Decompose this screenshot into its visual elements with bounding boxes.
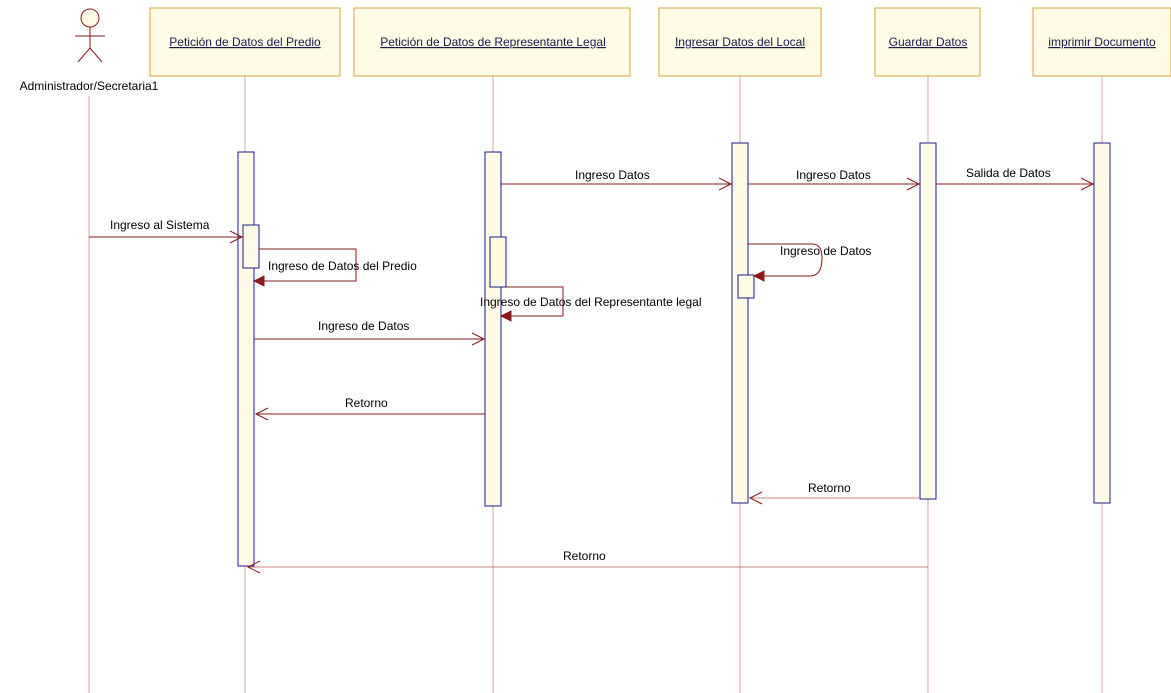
arrow-filled-icon xyxy=(252,275,265,287)
message-ingreso-datos-representante: Ingreso de Datos del Representante legal xyxy=(480,286,701,322)
lane-label-imprimir: imprimir Documento xyxy=(1048,35,1156,49)
arrow-open-icon xyxy=(254,407,269,421)
arrow-filled-icon xyxy=(752,270,765,282)
arrow-open-icon xyxy=(906,177,921,191)
lane-label-local: Ingresar Datos del Local xyxy=(675,35,805,49)
message-ingreso-datos-1: Ingreso de Datos xyxy=(254,319,486,346)
message-label: Ingreso de Datos xyxy=(318,319,409,333)
activation-local xyxy=(731,142,749,504)
arrow-filled-icon xyxy=(499,310,512,322)
lane-predio[interactable]: Petición de Datos del Predio xyxy=(149,7,341,77)
message-label: Ingreso Datos xyxy=(796,168,871,182)
arrow-open-icon xyxy=(748,491,763,505)
message-label: Retorno xyxy=(563,549,606,563)
message-label: Ingreso de Datos del Representante legal xyxy=(480,295,701,309)
message-label: Ingreso de Datos del Predio xyxy=(268,259,417,273)
message-retorno-2: Retorno xyxy=(748,481,920,505)
actor-leg-right-icon xyxy=(89,47,103,63)
lane-representante[interactable]: Petición de Datos de Representante Legal xyxy=(353,7,631,77)
message-ingreso-datos-2: Ingreso Datos xyxy=(501,168,733,191)
message-label: Salida de Datos xyxy=(966,166,1051,180)
arrow-open-icon xyxy=(471,332,486,346)
activation-representante-nested xyxy=(489,236,507,288)
actor-administrador: Administrador/Secretaria1 xyxy=(20,8,159,93)
message-ingreso-de-datos-self: Ingreso de Datos xyxy=(748,243,871,282)
message-label: Ingreso Datos xyxy=(575,168,650,182)
activation-predio xyxy=(237,151,255,567)
message-retorno-3: Retorno xyxy=(246,549,928,574)
message-label: Ingreso al Sistema xyxy=(110,218,210,232)
message-retorno-1: Retorno xyxy=(254,396,485,421)
arrow-open-icon xyxy=(246,560,261,574)
message-ingreso-sistema: Ingreso al Sistema xyxy=(89,218,244,244)
message-ingreso-datos-3: Ingreso Datos xyxy=(748,168,921,191)
message-label: Retorno xyxy=(808,481,851,495)
activation-predio-nested xyxy=(242,224,260,269)
arrow-open-icon xyxy=(1080,177,1095,191)
actor-label: Administrador/Secretaria1 xyxy=(20,79,159,93)
arrow-open-icon xyxy=(229,230,244,244)
actor-head-icon xyxy=(80,8,100,28)
message-ingreso-datos-predio: Ingreso de Datos del Predio xyxy=(252,248,417,287)
activation-guardar xyxy=(919,142,937,500)
arrow-open-icon xyxy=(718,177,733,191)
lane-guardar[interactable]: Guardar Datos xyxy=(874,7,981,77)
activation-representante xyxy=(484,151,502,507)
lane-local[interactable]: Ingresar Datos del Local xyxy=(658,7,822,77)
lane-label-guardar: Guardar Datos xyxy=(889,35,968,49)
lane-label-representante: Petición de Datos de Representante Legal xyxy=(380,35,606,49)
message-label: Ingreso de Datos xyxy=(780,244,871,258)
actor-leg-left-icon xyxy=(77,47,91,63)
activation-imprimir xyxy=(1093,142,1111,504)
activation-local-nested xyxy=(737,274,755,299)
message-salida-datos: Salida de Datos xyxy=(936,166,1095,191)
message-label: Retorno xyxy=(345,396,388,410)
lane-imprimir[interactable]: imprimir Documento xyxy=(1032,7,1171,77)
lane-label-predio: Petición de Datos del Predio xyxy=(169,35,321,49)
